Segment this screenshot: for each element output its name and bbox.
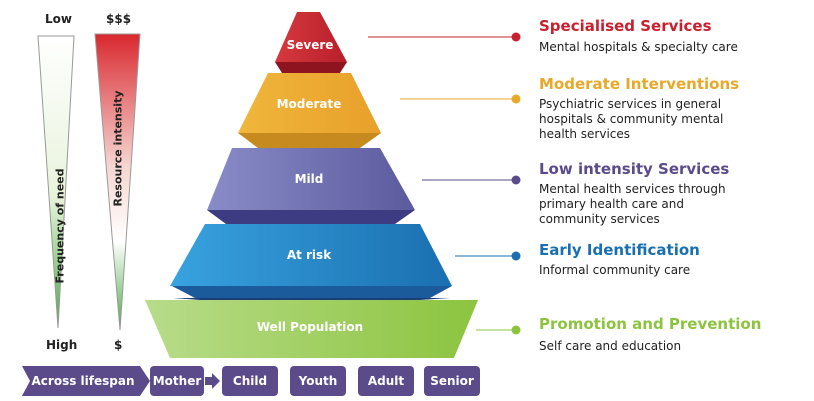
stage-adult: Adult xyxy=(358,366,414,396)
frequency-low-label: Low xyxy=(45,12,72,26)
tier-label-well-population: Well Population xyxy=(256,320,364,334)
connector-dot xyxy=(511,251,521,261)
lifespan-label: Across lifespan xyxy=(31,374,135,388)
stage-mother: Mother xyxy=(150,366,204,396)
frequency-triangle xyxy=(37,35,75,329)
stage-child: Child xyxy=(222,366,278,396)
service-title-promotion: Promotion and Prevention xyxy=(539,315,762,333)
tier-label-at-risk: At risk xyxy=(286,248,332,262)
tier-label-severe: Severe xyxy=(286,38,334,52)
tier-label-mild: Mild xyxy=(294,172,324,186)
resource-low-label: $ xyxy=(114,338,123,352)
resource-triangle xyxy=(94,33,141,331)
tier-mild xyxy=(207,148,415,210)
stage-youth: Youth xyxy=(290,366,346,396)
service-desc-early-identification: Informal community care xyxy=(539,263,691,277)
pyramid xyxy=(145,12,478,358)
frequency-axis-label: Frequency of need xyxy=(53,168,67,284)
connector-dot xyxy=(511,175,521,185)
resource-axis-label: Resource intensity xyxy=(111,90,125,207)
connector-dot xyxy=(511,32,521,42)
frequency-high-label: High xyxy=(46,338,78,352)
connector-dot xyxy=(511,94,521,104)
tier-label-moderate: Moderate xyxy=(276,97,342,111)
tier-severe xyxy=(275,12,347,62)
tier-well-population xyxy=(145,300,478,358)
service-title-early-identification: Early Identification xyxy=(539,241,700,259)
service-desc-specialised: Mental hospitals & specialty care xyxy=(539,40,738,54)
service-desc-moderate: Psychiatric services in general hospital… xyxy=(539,97,724,141)
service-desc-promotion: Self care and education xyxy=(539,339,682,353)
tier-at-risk xyxy=(170,224,452,286)
resource-high-label: $$$ xyxy=(106,12,132,26)
lifespan-arrow xyxy=(22,366,150,396)
service-title-specialised: Specialised Services xyxy=(539,17,712,35)
tier-moderate xyxy=(238,73,381,133)
service-desc-low-intensity: Mental health services through primary h… xyxy=(539,182,726,226)
service-title-low-intensity: Low intensity Services xyxy=(539,160,730,178)
stage-senior: Senior xyxy=(424,366,480,396)
service-title-moderate: Moderate Interventions xyxy=(539,75,740,93)
connector-dot xyxy=(511,325,521,335)
arrow-icon xyxy=(205,373,220,389)
